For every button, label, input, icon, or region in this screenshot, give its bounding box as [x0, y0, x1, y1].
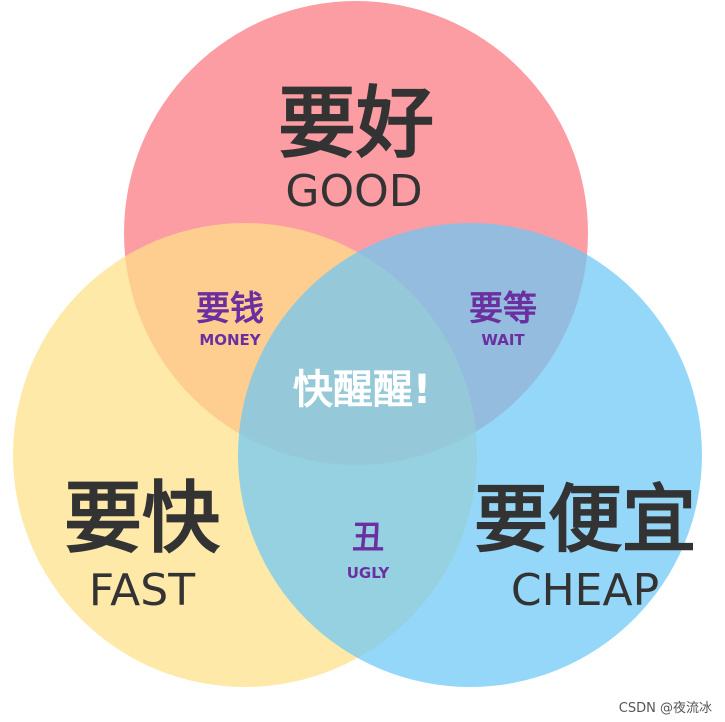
- fast-label-en: FAST: [89, 565, 195, 616]
- money-label-en: MONEY: [199, 331, 261, 349]
- wait-label-zh: 要等: [469, 289, 537, 329]
- fast-label-zh: 要快: [64, 474, 221, 564]
- center-label: 快醒醒!: [293, 367, 431, 413]
- money-label-zh: 要钱: [196, 289, 264, 329]
- ugly-label-en: UGLY: [347, 564, 391, 582]
- good-label-en: GOOD: [285, 166, 422, 217]
- cheap-label-en: CHEAP: [511, 565, 659, 616]
- cheap-label-zh: 要便宜: [474, 477, 696, 563]
- wait-label-en: WAIT: [481, 331, 525, 349]
- good-label-zh: 要好: [278, 79, 434, 169]
- ugly-label-zh: 丑: [352, 518, 384, 556]
- watermark: CSDN @夜流冰: [619, 701, 712, 716]
- circle-cheap: [238, 223, 702, 687]
